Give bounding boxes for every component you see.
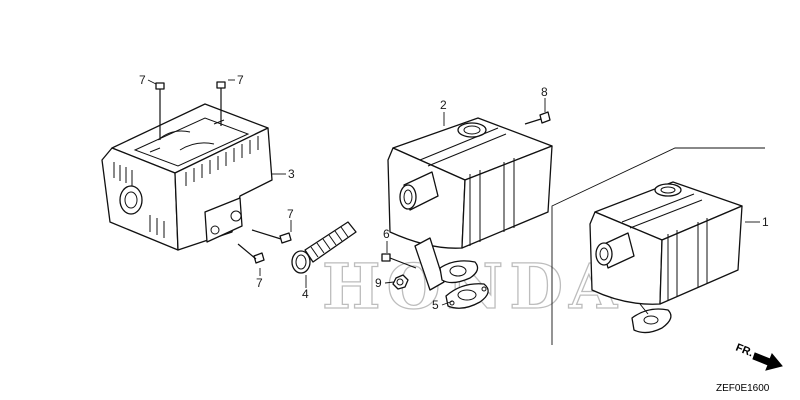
callout-2: 2 bbox=[440, 98, 447, 112]
fr-label: FR. bbox=[734, 342, 755, 360]
callout-7-top-right: 7 bbox=[237, 73, 244, 87]
callout-6: 6 bbox=[383, 227, 390, 241]
bolt-8 bbox=[524, 111, 551, 125]
figure-code: ZEF0E1600 bbox=[716, 383, 770, 394]
callout-8: 8 bbox=[541, 85, 548, 99]
spark-arrester-part-4 bbox=[291, 221, 357, 274]
muffler-protector-part-3 bbox=[101, 103, 273, 251]
callout-3: 3 bbox=[288, 167, 295, 181]
bolt-7-middle bbox=[251, 229, 292, 244]
callout-7-lower: 7 bbox=[256, 276, 263, 290]
muffler-assembly-part-1 bbox=[589, 181, 743, 334]
callout-7-middle: 7 bbox=[287, 207, 294, 221]
callout-5: 5 bbox=[432, 298, 439, 312]
callout-9: 9 bbox=[375, 276, 382, 290]
fr-arrow-icon bbox=[752, 352, 783, 371]
callout-7-top-left: 7 bbox=[139, 73, 146, 87]
gasket-part-5 bbox=[445, 283, 489, 309]
bolt-7-top-right bbox=[216, 81, 226, 126]
callout-1: 1 bbox=[762, 215, 769, 229]
bolt-7-lower bbox=[237, 243, 265, 264]
nut-9 bbox=[392, 274, 409, 290]
muffler-assembly-box bbox=[551, 147, 765, 345]
front-direction-indicator: FR. bbox=[734, 342, 783, 371]
bolt-6 bbox=[381, 253, 417, 269]
leader-lines bbox=[147, 79, 760, 306]
bolt-7-top-left bbox=[155, 82, 165, 140]
muffler-part-2 bbox=[387, 117, 553, 291]
callout-4: 4 bbox=[302, 287, 309, 301]
